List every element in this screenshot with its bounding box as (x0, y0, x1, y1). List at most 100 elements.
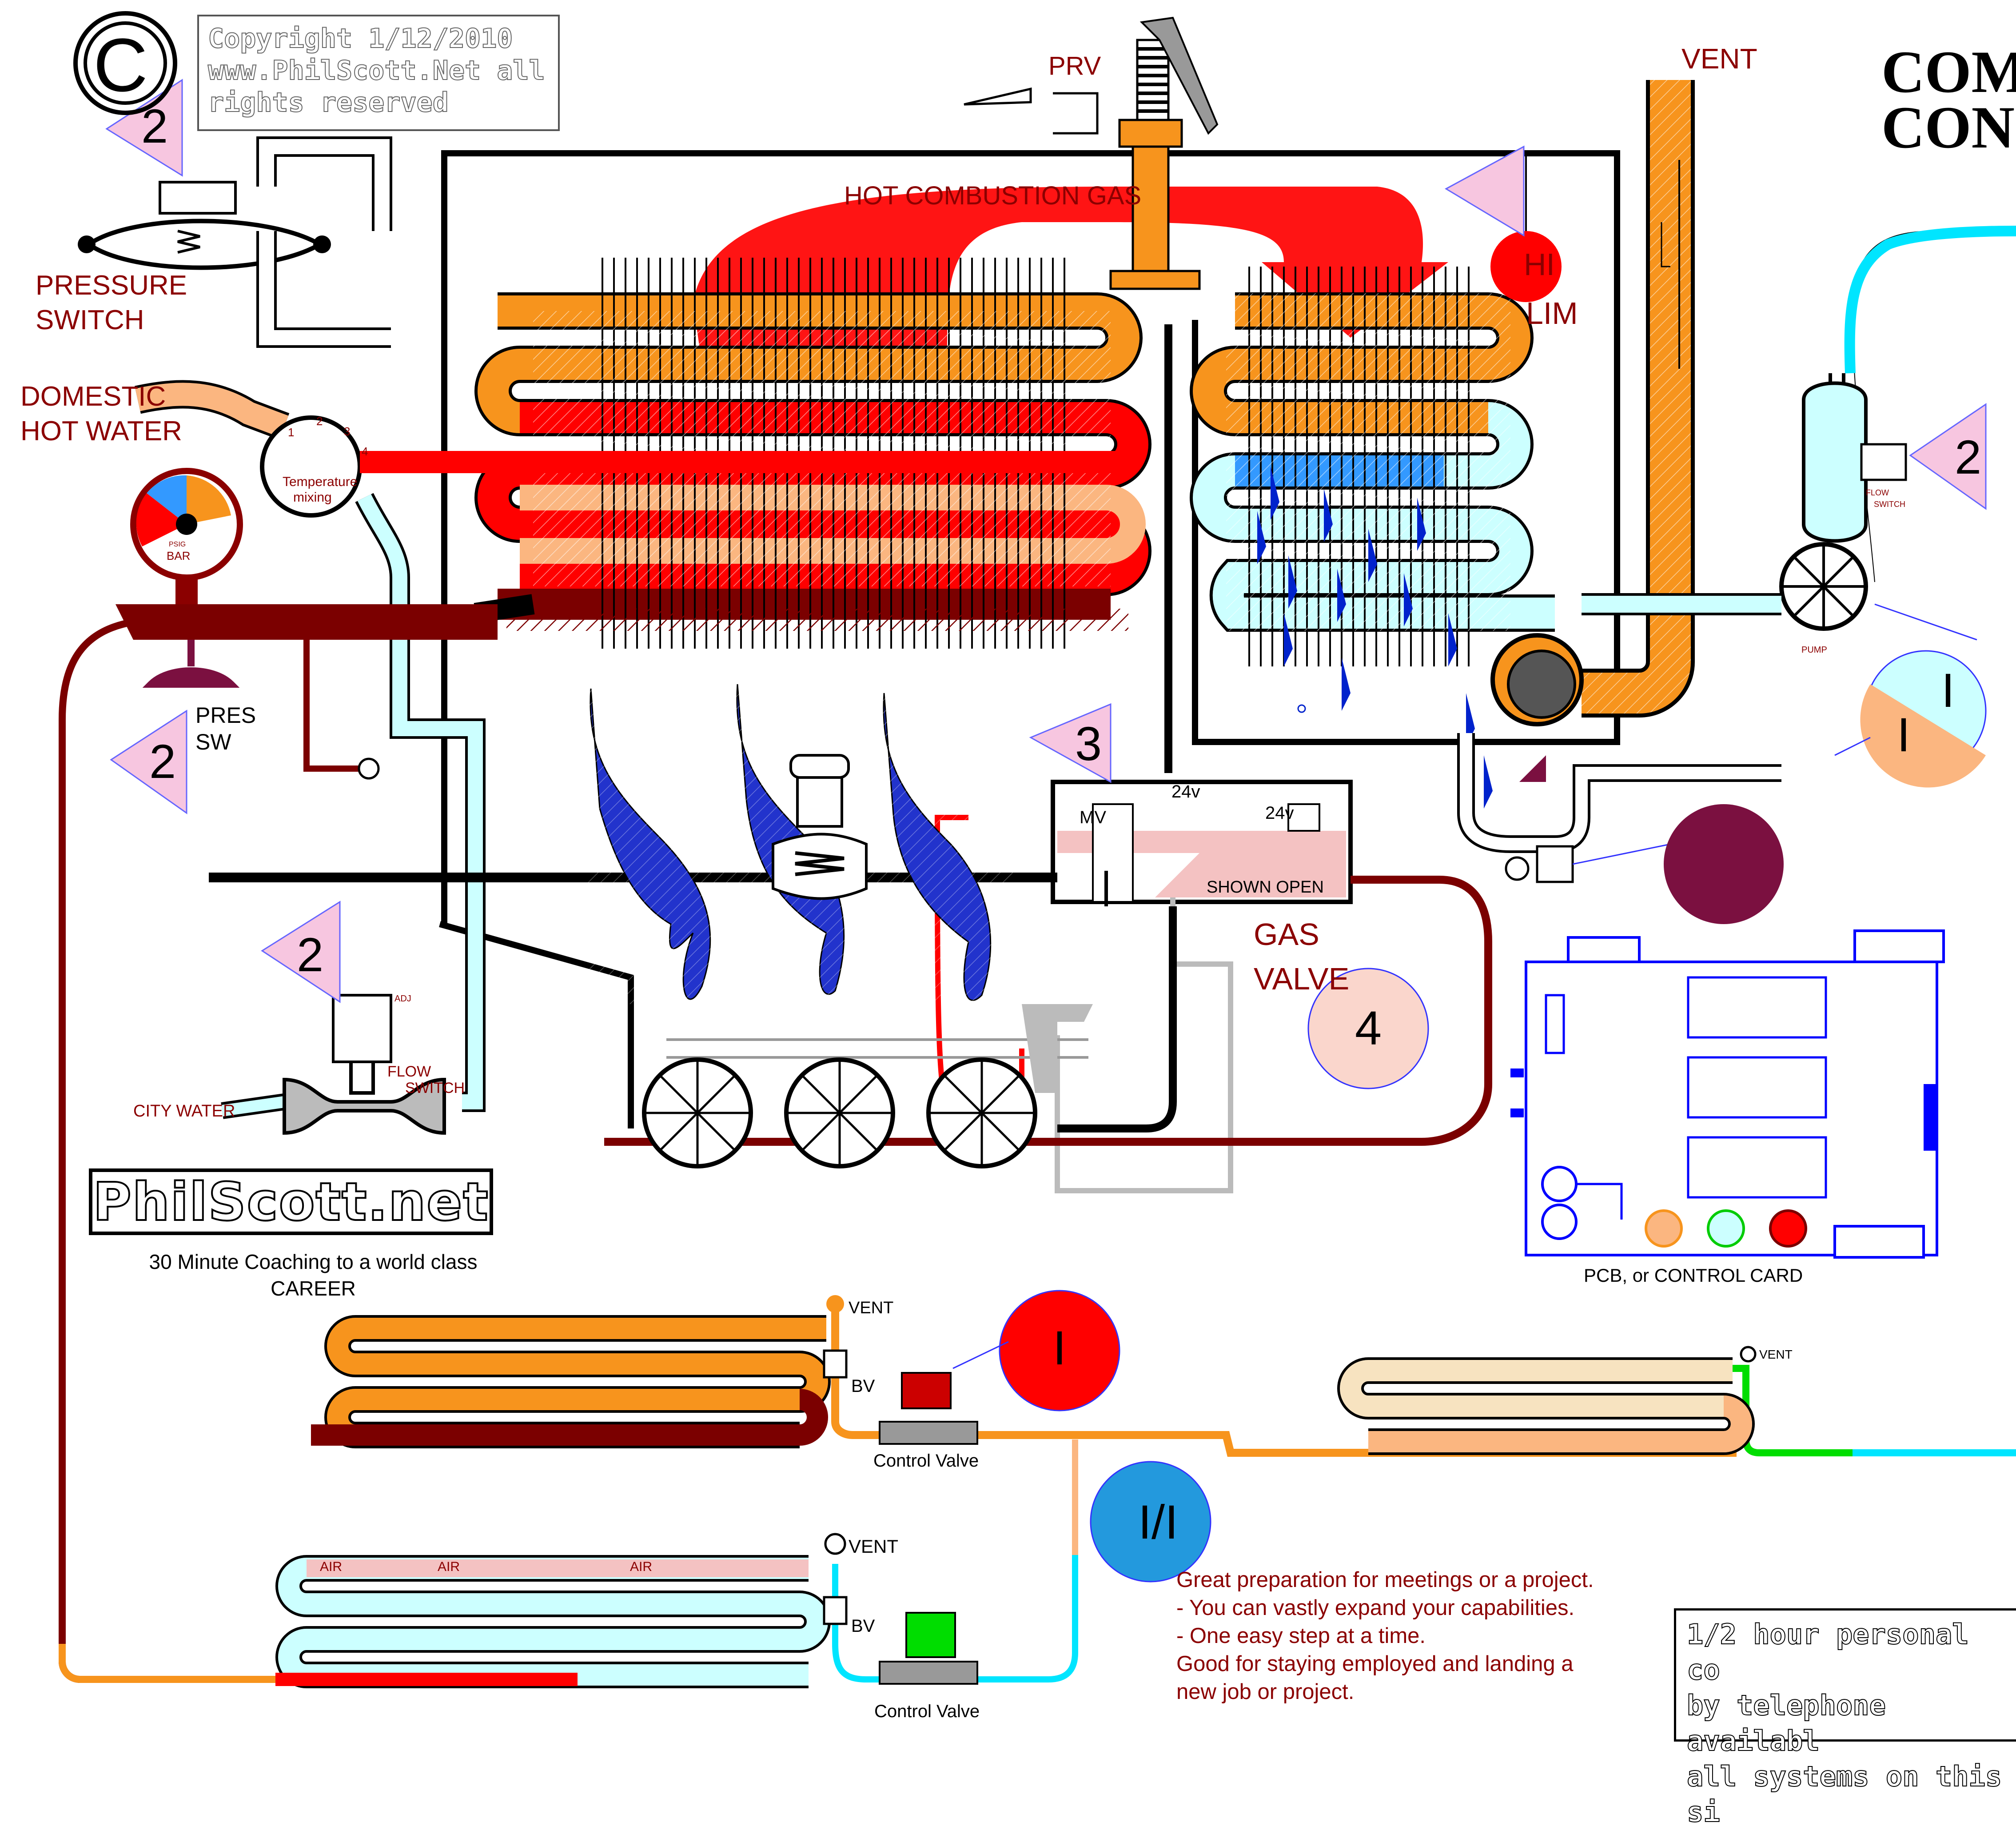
page-title-line-1: COM (1881, 39, 2016, 105)
pressure-switch-label-2: SWITCH (36, 305, 144, 335)
combustion-blowers (642, 1004, 1093, 1168)
mix-scale-4: 4 (362, 445, 368, 458)
pcb-control-card (1510, 929, 1945, 1259)
copyright-c-letter: C (93, 23, 148, 108)
brand-tagline: 30 Minute Coaching to a world class CARE… (62, 1248, 564, 1302)
badge-2-pump: 2 (1955, 430, 1982, 484)
pressure-switch-label-1: PRESSURE (36, 270, 187, 301)
badge-3-gas-valve: 3 (1075, 717, 1102, 770)
promo-right-line-3: all systems on this si (1686, 1760, 2002, 1829)
pressure-gauge (130, 468, 243, 604)
philscott-logo-text: PhilScott.net (92, 1170, 489, 1233)
right-flow-switch-label-2: SWITCH (1874, 500, 1905, 509)
brand-tagline-line-2: CAREER (271, 1277, 356, 1300)
hi-limit-label-lim: LIM (1526, 296, 1578, 331)
badge-2-pressure-switch: 2 (141, 99, 168, 153)
copyright-notice: Copyright 1/12/2010 www.PhilScott.Net al… (197, 15, 560, 131)
mix-scale-3: 3 (344, 425, 351, 438)
right-heat-exchanger (1190, 267, 1555, 666)
gas-valve-label-1: GAS (1254, 917, 1319, 952)
vent-label-c: VENT (1759, 1348, 1793, 1361)
pres-sw-label-2: SW (195, 730, 231, 754)
badge-2-flow-switch: 2 (297, 928, 324, 981)
pcb-label: PCB, or CONTROL CARD (1584, 1265, 1803, 1286)
promo-line-5: new job or project. (1176, 1680, 1355, 1704)
right-flow-switch-label-1: FLOW (1866, 488, 1889, 497)
promo-line-4: Good for staying employed and landing a (1176, 1652, 1574, 1676)
temperature-mixing-label-1: Temperature (283, 474, 358, 489)
prv-label: PRV (1048, 52, 1101, 80)
city-water-label: CITY WATER (133, 1102, 235, 1120)
pres-sw-label-1: PRES (195, 703, 256, 728)
mix-scale-1: 1 (288, 426, 295, 439)
copyright-symbol (73, 11, 177, 115)
adj-label: ADJ (394, 994, 411, 1004)
vent-stack (1490, 80, 1695, 726)
copyright-line-3: rights reserved (207, 87, 449, 119)
hi-limit-label-hi: HI (1524, 247, 1555, 282)
badge-split-bottom: I (1897, 708, 1911, 762)
air-label-1: AIR (320, 1559, 343, 1574)
control-valve-label-a: Control Valve (873, 1451, 979, 1471)
flow-switch-label-1: FLOW (387, 1063, 431, 1080)
return-manifold (59, 604, 498, 1683)
badge-ii-control-valve: I/I (1138, 1495, 1179, 1549)
diagram-canvas: Copyright 1/12/2010 www.PhilScott.Net al… (20, 11, 2016, 1829)
radiant-loop-cooling (275, 1439, 1078, 1688)
gas-valve-24v-b: 24v (1265, 803, 1294, 823)
gas-regulator (772, 754, 868, 900)
control-valve-label-b: Control Valve (874, 1702, 980, 1721)
city-water-flow-switch (221, 994, 446, 1135)
promo-line-3: - One easy step at a time. (1176, 1624, 1426, 1648)
right-loop-pipe (1733, 1365, 2016, 1456)
promo-right-line-1: 1/2 hour personal co (1686, 1618, 1969, 1686)
circulation-pump (1582, 226, 2016, 641)
page-title: COM CON (1881, 39, 2016, 161)
copyright-line-2: www.PhilScott.Net all (207, 55, 546, 87)
vent-label-a: VENT (849, 1299, 894, 1317)
badge-2-pres-sw: 2 (149, 734, 176, 788)
flow-switch-label-2: SWITCH (405, 1080, 465, 1096)
philscott-logo[interactable]: PhilScott.net (89, 1168, 493, 1235)
gas-valve (604, 780, 1492, 1193)
air-label-2: AIR (438, 1559, 460, 1574)
badge-split-top: I (1941, 663, 1955, 717)
gas-valve-label-2: VALVE (1254, 961, 1350, 996)
bv-label-b: BV (851, 1616, 875, 1636)
pressure-switch (78, 136, 392, 348)
copyright-line-1: Copyright 1/12/2010 (207, 23, 513, 55)
vent-label-main: VENT (1681, 43, 1757, 75)
air-label-3: AIR (630, 1559, 653, 1574)
badge-4-gas-valve: 4 (1355, 1001, 1382, 1055)
condensate-droplets (1257, 466, 1493, 809)
mix-scale-2: 2 (316, 415, 323, 428)
round-badges (952, 650, 1987, 1583)
promo-right-line-2: by telephone availabl (1686, 1689, 1886, 1758)
boiler-schematic (59, 11, 2016, 1688)
gauge-bar-label: BAR (167, 549, 191, 562)
coaching-promo: Great preparation for meetings or a proj… (1176, 1566, 1594, 1706)
gas-valve-24v-a: 24v (1171, 782, 1200, 801)
brand-tagline-line-1: 30 Minute Coaching to a world class (149, 1250, 478, 1273)
domestic-hot-water-label-2: HOT WATER (20, 416, 182, 447)
hi-limit-switch (1490, 155, 1562, 302)
prv-assembly (964, 16, 1219, 290)
radiant-loop-heating (311, 1295, 1737, 1457)
pump-label: PUMP (1801, 645, 1827, 655)
radiant-loop-right (1337, 1346, 1757, 1455)
condensate-trap (1457, 733, 1784, 924)
badge-i-control-valve: I (1053, 1321, 1067, 1375)
promo-line-2: - You can vastly expand your capabilitie… (1176, 1596, 1575, 1620)
pink-badges (105, 79, 1987, 1003)
gauge-psig-label: PSIG (169, 541, 186, 548)
bv-label-a: BV (851, 1376, 875, 1396)
gas-valve-mv: MV (1080, 808, 1106, 827)
shown-open-label: SHOWN OPEN (1207, 878, 1324, 897)
hot-combustion-gas-label: HOT COMBUSTION GAS (844, 181, 1142, 210)
temperature-mixing-label-2: mixing (293, 490, 332, 505)
page-title-line-2: CON (1881, 95, 2015, 161)
domestic-hot-water-label-1: DOMESTIC (20, 381, 166, 412)
vent-label-b: VENT (849, 1536, 899, 1557)
telephone-coaching-box: 1/2 hour personal co by telephone availa… (1674, 1608, 2016, 1829)
promo-line-1: Great preparation for meetings or a proj… (1176, 1568, 1594, 1592)
